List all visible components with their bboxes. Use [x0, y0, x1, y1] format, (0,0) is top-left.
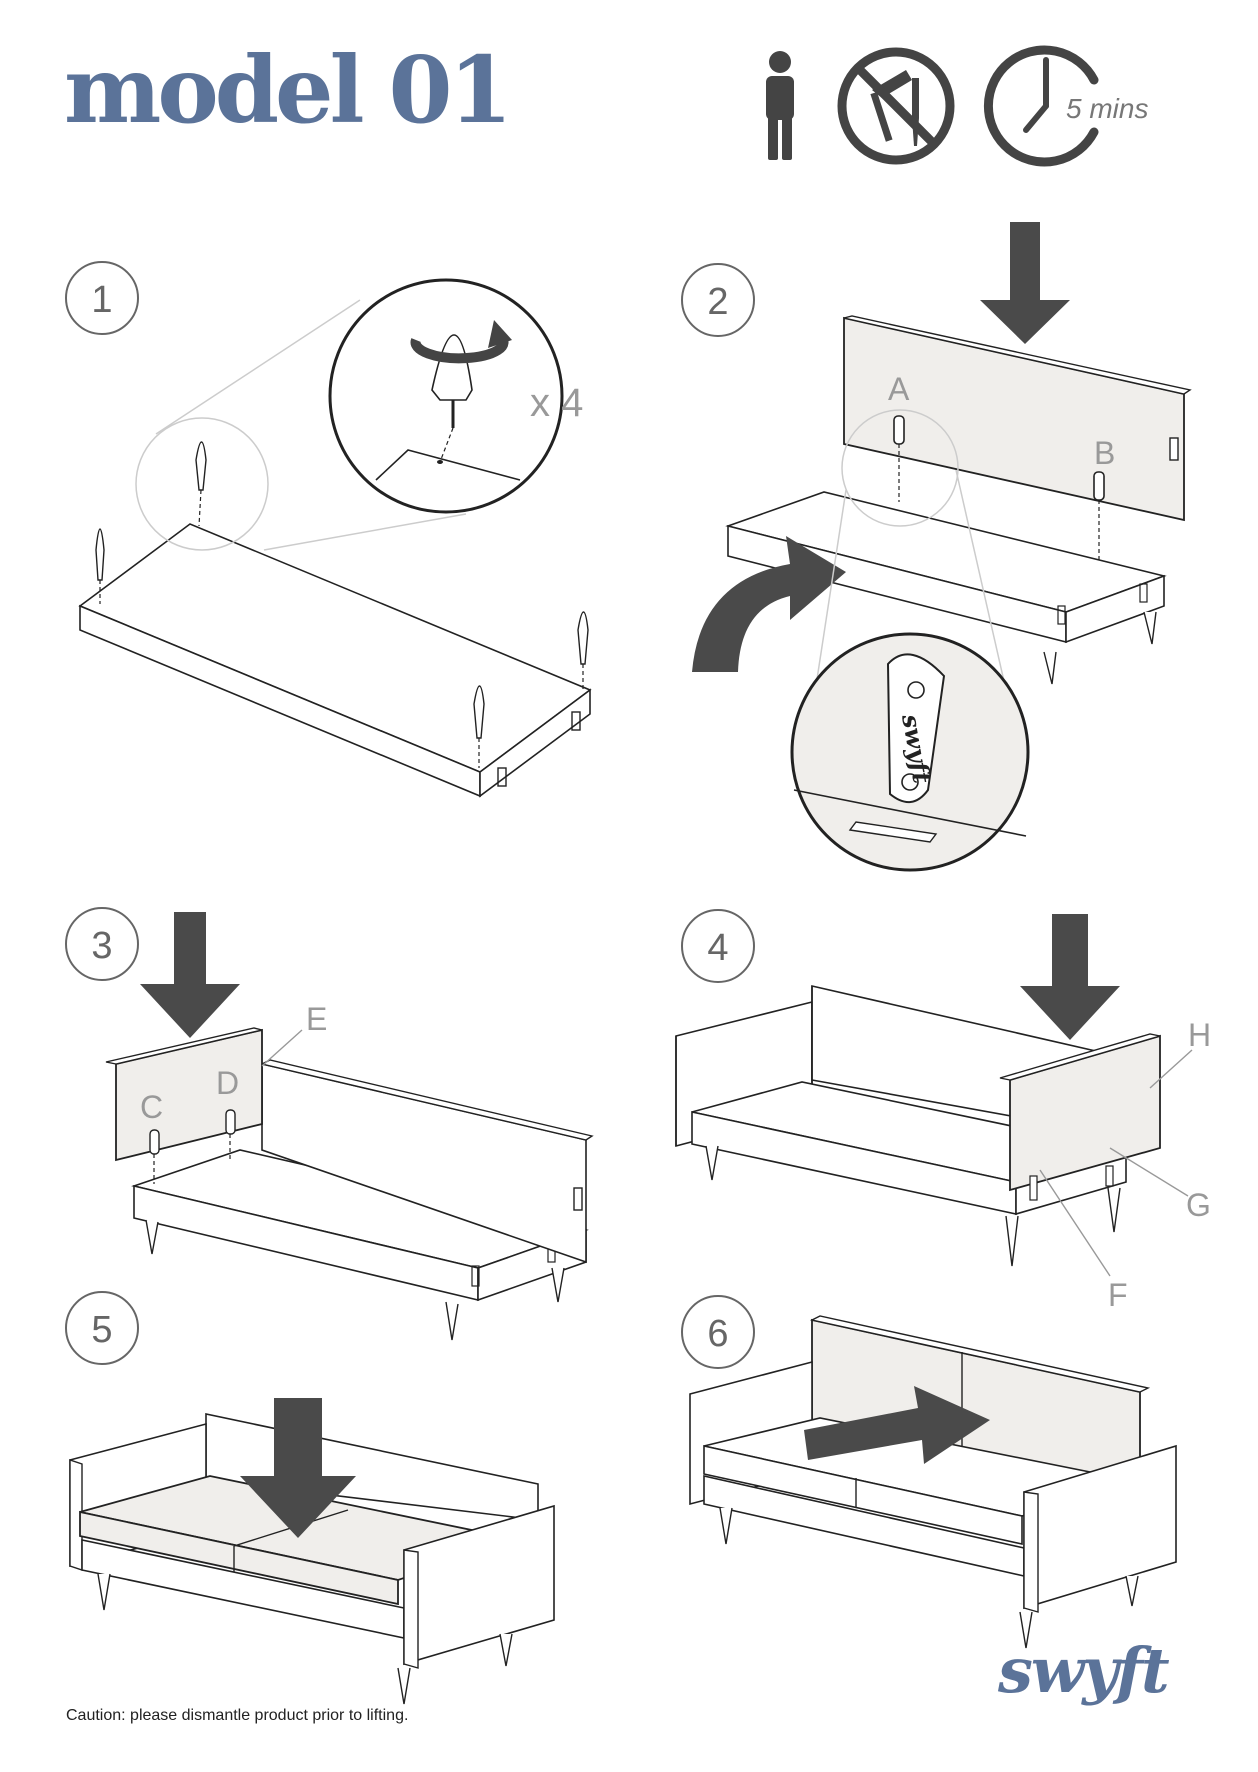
one-person-icon — [766, 51, 794, 160]
leg-2 — [195, 441, 207, 491]
down-arrow-icon — [980, 222, 1070, 344]
label-e: E — [306, 1001, 327, 1037]
label-b: B — [1094, 435, 1115, 471]
step-2-number: 2 — [707, 281, 728, 323]
step-5: 5 — [65, 1291, 555, 1705]
leg-quantity: x 4 — [530, 381, 583, 425]
step-3-badge — [65, 907, 139, 981]
step-1: 1 — [65, 261, 592, 798]
curved-arrow-icon — [692, 536, 846, 672]
label-a: A — [888, 371, 910, 407]
step-6-number: 6 — [707, 1313, 728, 1355]
clock-icon: 5 mins — [983, 45, 1148, 167]
brand-logo: swyft — [998, 1634, 1170, 1707]
label-c: C — [140, 1089, 163, 1125]
step-3-number: 3 — [91, 925, 112, 967]
leg-1 — [95, 528, 105, 581]
push-arrow-icon — [804, 1386, 990, 1464]
leg-4 — [577, 611, 589, 665]
step-1-number: 1 — [91, 279, 112, 321]
down-arrow-icon — [140, 912, 240, 1038]
down-arrow-icon — [1020, 914, 1120, 1040]
label-d: D — [216, 1065, 239, 1101]
caution-note: Caution: please dismantle product prior … — [66, 1707, 409, 1724]
step-2: 2 A B — [681, 222, 1192, 872]
step-6: 6 — [681, 1295, 1177, 1649]
leg-3 — [473, 685, 485, 739]
step-1-badge — [65, 261, 139, 335]
step-5-number: 5 — [91, 1309, 112, 1351]
step-3: 3 C D E — [65, 907, 594, 1341]
label-h: H — [1188, 1017, 1211, 1053]
step-4: 4 H G F — [675, 909, 1211, 1313]
step-2-badge — [681, 263, 755, 337]
no-tools-icon — [837, 47, 955, 165]
down-arrow-icon — [240, 1398, 356, 1538]
step-4-badge — [681, 909, 755, 983]
step-4-number: 4 — [707, 927, 728, 969]
step-5-badge — [65, 1291, 139, 1365]
label-g: G — [1186, 1187, 1211, 1223]
page-title: model 01 — [64, 36, 513, 144]
step-6-badge — [681, 1295, 755, 1369]
time-label: 5 mins — [1066, 93, 1148, 124]
label-f: F — [1108, 1277, 1128, 1313]
